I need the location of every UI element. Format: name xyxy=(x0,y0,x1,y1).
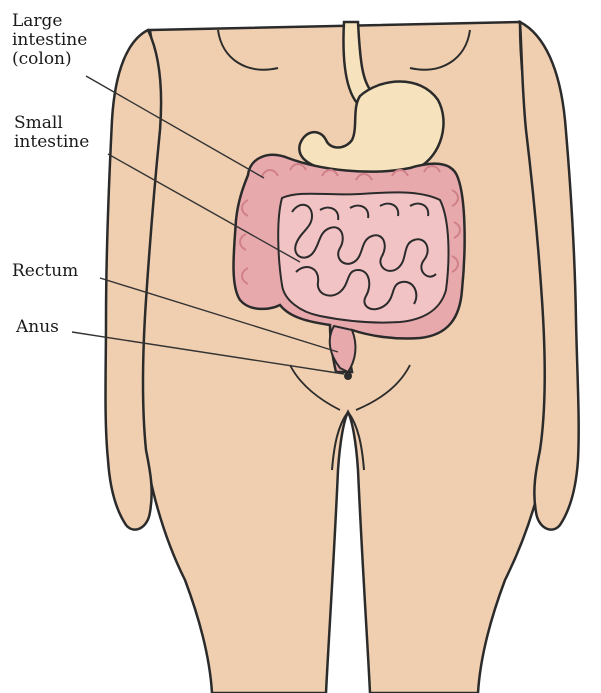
small-intestine xyxy=(278,192,448,322)
anus-marker xyxy=(344,372,352,380)
label-rectum: Rectum xyxy=(12,262,78,281)
label-small-intestine: Small intestine xyxy=(14,114,89,152)
label-anus: Anus xyxy=(16,318,59,337)
label-large-intestine: Large intestine (colon) xyxy=(12,12,87,69)
